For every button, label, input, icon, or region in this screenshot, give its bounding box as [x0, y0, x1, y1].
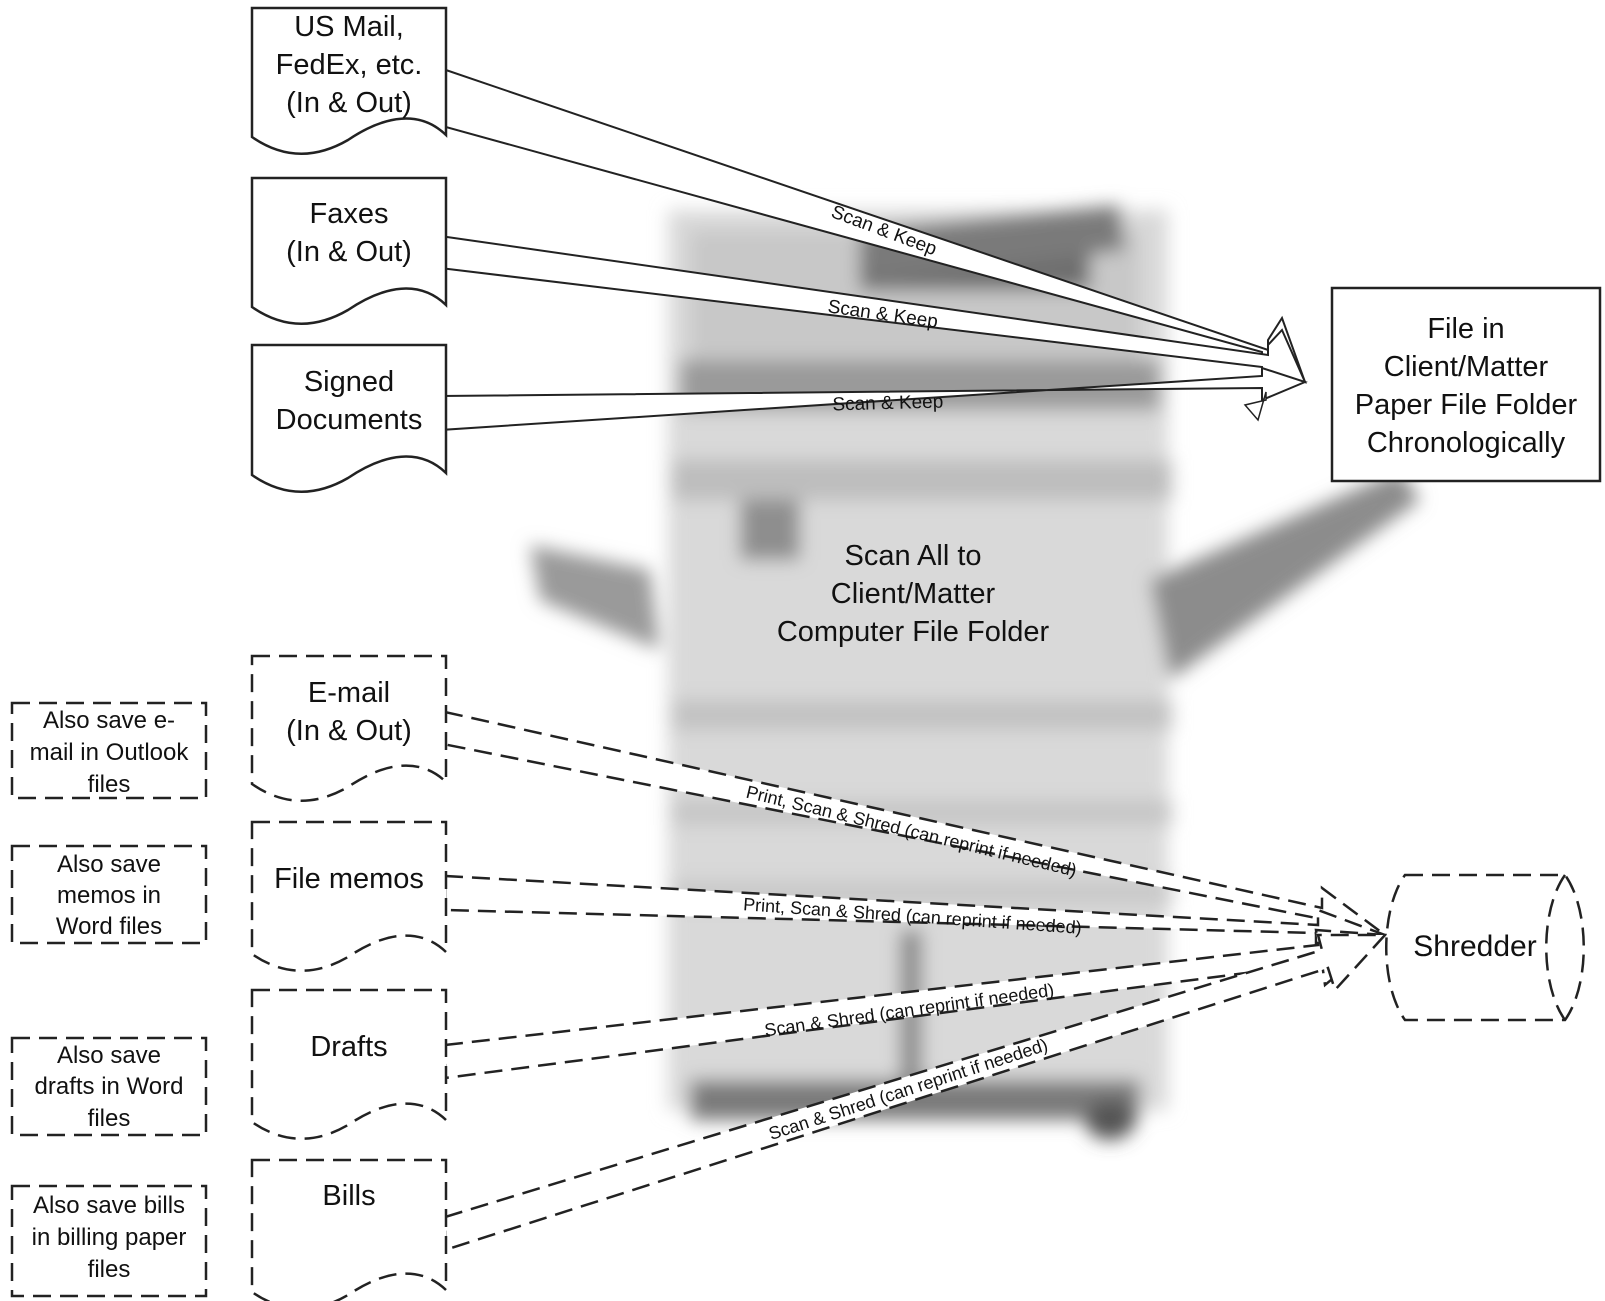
- note-drafts-line-1: Also save: [57, 1042, 161, 1069]
- note-bills: Also save bills in billing paper files: [10, 1184, 208, 1298]
- shred-arrow-2: [443, 874, 1386, 947]
- center-label-line-1: Scan All to: [844, 540, 981, 572]
- doc-us-mail: US Mail, FedEx, etc. (In & Out): [250, 6, 448, 155]
- note-bills-line-1: Also save bills: [33, 1192, 185, 1219]
- note-email: Also save e- mail in Outlook files: [10, 701, 208, 800]
- doc-bills-line-1: Bills: [322, 1180, 375, 1212]
- doc-bills: Bills: [250, 1158, 448, 1301]
- doc-faxes-line-1: Faxes: [310, 198, 389, 230]
- doc-us-mail-line-2: FedEx, etc.: [276, 49, 423, 81]
- doc-drafts: Drafts: [250, 988, 448, 1140]
- note-memos-line-2: memos in: [57, 882, 161, 909]
- shredder-label: Shredder: [1413, 930, 1536, 963]
- note-memos: Also save memos in Word files: [10, 844, 208, 945]
- doc-faxes: Faxes (In & Out): [250, 176, 448, 325]
- doc-drafts-line-1: Drafts: [310, 1031, 387, 1063]
- note-memos-line-3: Word files: [56, 913, 162, 940]
- file-folder-line-2: Client/Matter: [1384, 351, 1549, 383]
- doc-signed-documents: Signed Documents: [250, 343, 448, 493]
- note-drafts: Also save drafts in Word files: [10, 1036, 208, 1137]
- note-email-line-1: Also save e-: [43, 707, 175, 734]
- doc-signed-line-1: Signed: [304, 366, 394, 398]
- doc-faxes-line-2: (In & Out): [286, 236, 412, 268]
- file-folder-line-3: Paper File Folder: [1355, 389, 1578, 421]
- note-bills-line-3: files: [88, 1256, 131, 1283]
- file-folder-box: File in Client/Matter Paper File Folder …: [1330, 286, 1602, 483]
- doc-us-mail-line-1: US Mail,: [294, 11, 404, 43]
- doc-file-memos: File memos: [250, 820, 448, 972]
- note-bills-line-2: in billing paper: [32, 1224, 187, 1251]
- note-memos-line-1: Also save: [57, 851, 161, 878]
- keep-arrow-3: [439, 366, 1308, 432]
- shred-arrow-4: [443, 933, 1388, 1252]
- flow-label-keep-3: Scan & Keep: [832, 392, 943, 416]
- doc-signed-line-2: Documents: [276, 404, 423, 436]
- doc-email-line-1: E-mail: [308, 677, 390, 709]
- note-email-line-2: mail in Outlook: [30, 739, 190, 766]
- doc-us-mail-line-3: (In & Out): [286, 87, 412, 119]
- note-drafts-line-2: drafts in Word: [35, 1073, 184, 1100]
- doc-email: E-mail (In & Out): [250, 654, 448, 802]
- center-label-line-3: Computer File Folder: [777, 616, 1050, 648]
- doc-file-memos-line-1: File memos: [274, 863, 424, 895]
- note-email-line-3: files: [88, 771, 131, 798]
- file-folder-line-1: File in: [1427, 313, 1504, 345]
- doc-email-line-2: (In & Out): [286, 715, 412, 747]
- file-folder-line-4: Chronologically: [1367, 427, 1566, 459]
- note-drafts-line-3: files: [88, 1105, 131, 1132]
- shredder-shape: Shredder: [1385, 873, 1585, 1022]
- center-label-line-2: Client/Matter: [831, 578, 996, 610]
